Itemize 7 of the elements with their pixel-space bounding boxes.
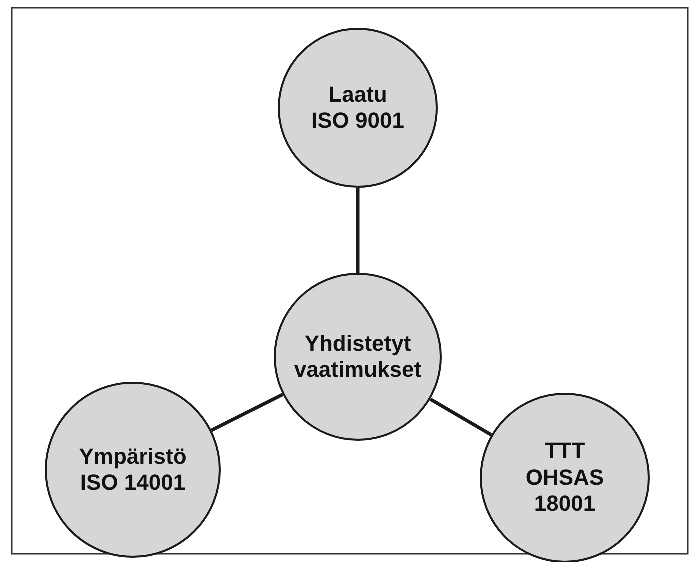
node-label: TTT OHSAS 18001 [524,438,606,518]
node-label: Ympäristö ISO 14001 [78,444,188,496]
node-label: Yhdistetyt vaatimukset [293,330,423,384]
node-label: Laatu ISO 9001 [310,82,406,134]
connector-line [430,398,492,437]
connector-line [356,188,360,273]
connector-line [210,393,284,432]
